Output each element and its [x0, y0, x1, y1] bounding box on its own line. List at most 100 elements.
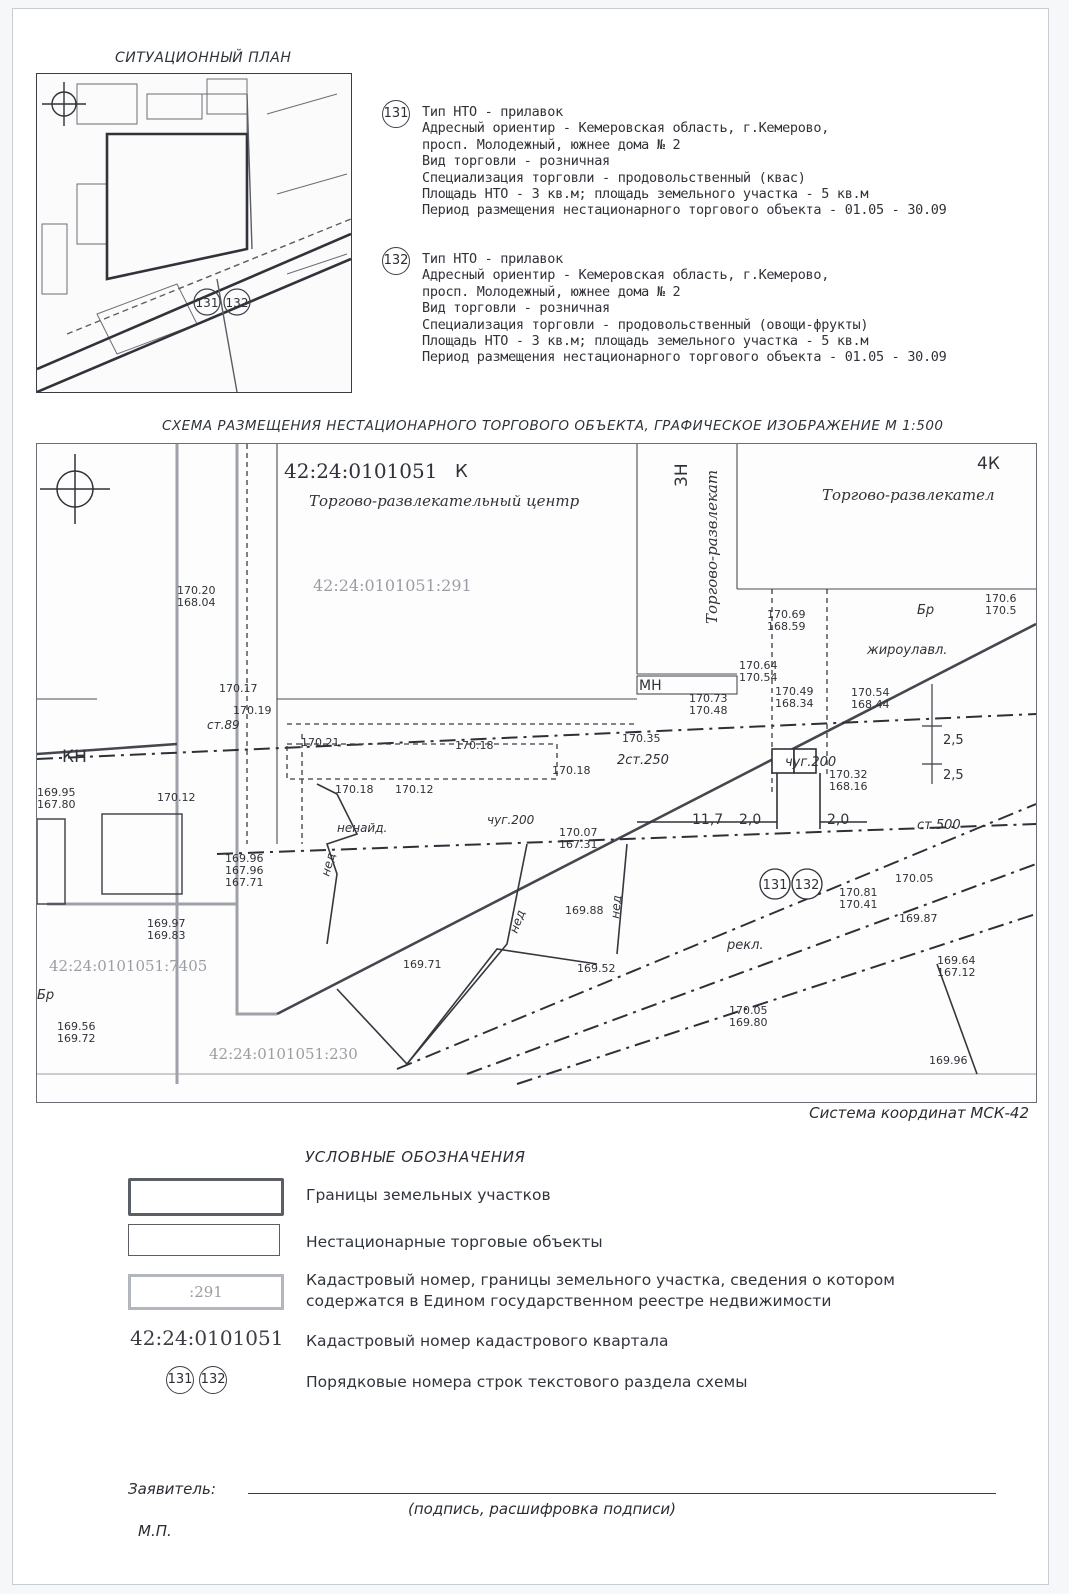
- signature-hint: (подпись, расшифровка подписи): [408, 1500, 676, 1518]
- elevation-mark: 170.12: [395, 783, 434, 796]
- quarter-number-label: 42:24:0101051: [284, 459, 437, 483]
- chug-200-label: чуг.200: [785, 755, 836, 770]
- elevation-mark: 170.49: [775, 685, 814, 698]
- elevation-mark: 170.19: [233, 704, 272, 717]
- building-4k-label: 4К: [977, 454, 1000, 474]
- legend-text: Кадастровый номер, границы земельного уч…: [306, 1271, 895, 1310]
- placement-scheme-drawing: 42:24:0101051 К 4К Торгово-развлекательн…: [37, 444, 1036, 1085]
- nto-132-number: 132: [382, 247, 410, 275]
- elevation-mark: 167.12: [937, 966, 976, 979]
- elevation-mark: 167.96: [225, 864, 264, 877]
- legend-text: Границы земельных участков: [306, 1186, 551, 1204]
- st-89-label: ст.89: [207, 718, 240, 732]
- legend-number: 132: [199, 1366, 228, 1394]
- elevation-mark: 169.72: [57, 1032, 96, 1045]
- elevation-mark: 170.18: [455, 739, 494, 752]
- sit-marker-132: 132: [226, 296, 249, 310]
- elevation-mark: 170.69: [767, 608, 806, 621]
- grey-parcel-symbol: :291: [128, 1274, 284, 1310]
- quarter-number-symbol: 42:24:0101051: [130, 1326, 284, 1350]
- nto-131-line: Адресный ориентир - Кемеровская область,…: [422, 120, 830, 137]
- map-marker-132: 132: [795, 878, 820, 893]
- nto-132-line: Адресный ориентир - Кемеровская область,…: [422, 267, 830, 284]
- elevation-mark: 168.59: [767, 620, 806, 633]
- signature-line[interactable]: [248, 1493, 996, 1494]
- elevation-mark: 170.32: [829, 768, 868, 781]
- building-k-label: К: [455, 461, 468, 482]
- nto-132-line: Площадь НТО - 3 кв.м; площадь земельного…: [422, 333, 869, 350]
- thin-border-symbol: [128, 1224, 280, 1256]
- elevation-mark: 169.88: [565, 904, 604, 917]
- parcel-7405-label: 42:24:0101051:7405: [49, 957, 207, 975]
- elevation-mark: 170.73: [689, 692, 728, 705]
- elevation-mark: 169.87: [899, 912, 938, 925]
- elevation-mark: 170.54: [851, 686, 890, 699]
- elevation-mark: 170.6: [985, 592, 1017, 605]
- elevation-mark: 170.18: [552, 764, 591, 777]
- elevation-mark: 169.52: [577, 962, 616, 975]
- st-250-label: 2ст.250: [617, 753, 669, 768]
- situation-plan-drawing: 131 132: [37, 78, 351, 392]
- nto-131-line: Тип НТО - прилавок: [422, 104, 563, 120]
- dim-2-0-a: 2,0: [739, 812, 761, 828]
- nto-131-line: Площадь НТО - 3 кв.м; площадь земельного…: [422, 186, 869, 203]
- nto-131-description: 131 Тип НТО - прилавок Адресный ориентир…: [382, 100, 1042, 219]
- elevation-mark: 169.83: [147, 929, 186, 942]
- elevation-mark: 170.35: [622, 732, 661, 745]
- br-label-2: Бр: [37, 988, 54, 1003]
- elevation-mark: 169.56: [57, 1020, 96, 1033]
- stamp-place-label: М.П.: [138, 1522, 172, 1540]
- legend-text: Кадастровый номер кадастрового квартала: [306, 1332, 669, 1350]
- elevation-mark: 170.07: [559, 826, 598, 839]
- elevation-mark: 170.05: [895, 872, 934, 885]
- elevation-mark: 168.04: [177, 596, 216, 609]
- legend-number: 131: [166, 1366, 194, 1394]
- trade-center-vertical-label: Торгово-развлекат: [703, 470, 721, 624]
- coordinate-system-note: Система координат МСК-42: [809, 1104, 1029, 1122]
- elevation-mark: 169.96: [929, 1054, 968, 1067]
- reklama-label: рекл.: [726, 938, 764, 953]
- elevation-mark: 168.34: [775, 697, 814, 710]
- dim-2-5-b: 2,5: [943, 768, 964, 783]
- elevation-mark: 170.54: [739, 671, 778, 684]
- kn-label: КН: [62, 747, 87, 767]
- dim-11-7: 11,7: [692, 812, 723, 828]
- ned-label: нед: [318, 851, 338, 877]
- elevation-mark: 170.20: [177, 584, 216, 597]
- elevation-mark: 167.71: [225, 876, 264, 889]
- elevation-mark: 169.71: [403, 958, 442, 971]
- parcel-291-label: 42:24:0101051:291: [313, 576, 472, 595]
- sit-nto-markers: 131 132: [193, 288, 251, 316]
- elevation-mark: 169.80: [729, 1016, 768, 1029]
- legend-title: УСЛОВНЫЕ ОБОЗНАЧЕНИЯ: [305, 1148, 526, 1166]
- thick-border-symbol: [128, 1178, 284, 1216]
- br-label: Бр: [917, 603, 934, 618]
- sit-marker-131: 131: [196, 296, 219, 310]
- elevation-mark: 169.97: [147, 917, 186, 930]
- ned-label-2: нед: [507, 908, 528, 935]
- elevation-mark: 170.21: [301, 736, 340, 749]
- elevation-mark: 167.31: [559, 838, 598, 851]
- nto-131-line: Специализация торговли - продовольственн…: [422, 169, 806, 186]
- nto-132-line: Вид торговли - розничная: [422, 300, 610, 317]
- nto-counters: [637, 748, 867, 829]
- chug-200-label-2: чуг.200: [487, 813, 535, 827]
- elevation-mark: 170.48: [689, 704, 728, 717]
- scheme-title: СХЕМА РАЗМЕЩЕНИЯ НЕСТАЦИОНАРНОГО ТОРГОВО…: [162, 418, 944, 434]
- ned-label-3: нед: [608, 895, 624, 920]
- nto-132-line: Специализация торговли - продовольственн…: [422, 316, 869, 333]
- trade-center-cut-label: Торгово-развлекател: [822, 486, 995, 504]
- st-500-label: ст.500: [917, 818, 961, 833]
- elevation-mark: 170.5: [985, 604, 1017, 617]
- nto-131-line: Вид торговли - розничная: [422, 153, 610, 170]
- elevation-mark: 168.44: [851, 698, 890, 711]
- elevation-mark: 170.17: [219, 682, 258, 695]
- placement-scheme-map: 42:24:0101051 К 4К Торгово-развлекательн…: [36, 443, 1037, 1103]
- elevation-mark: 167.80: [37, 798, 76, 811]
- elevation-mark: 170.18: [335, 783, 374, 796]
- nto-131-number: 131: [382, 100, 410, 128]
- legend-text: Нестационарные торговые объекты: [306, 1233, 603, 1251]
- map-marker-131: 131: [763, 878, 788, 893]
- nto-132-line: Тип НТО - прилавок: [422, 251, 563, 267]
- mn-label: МН: [639, 678, 662, 694]
